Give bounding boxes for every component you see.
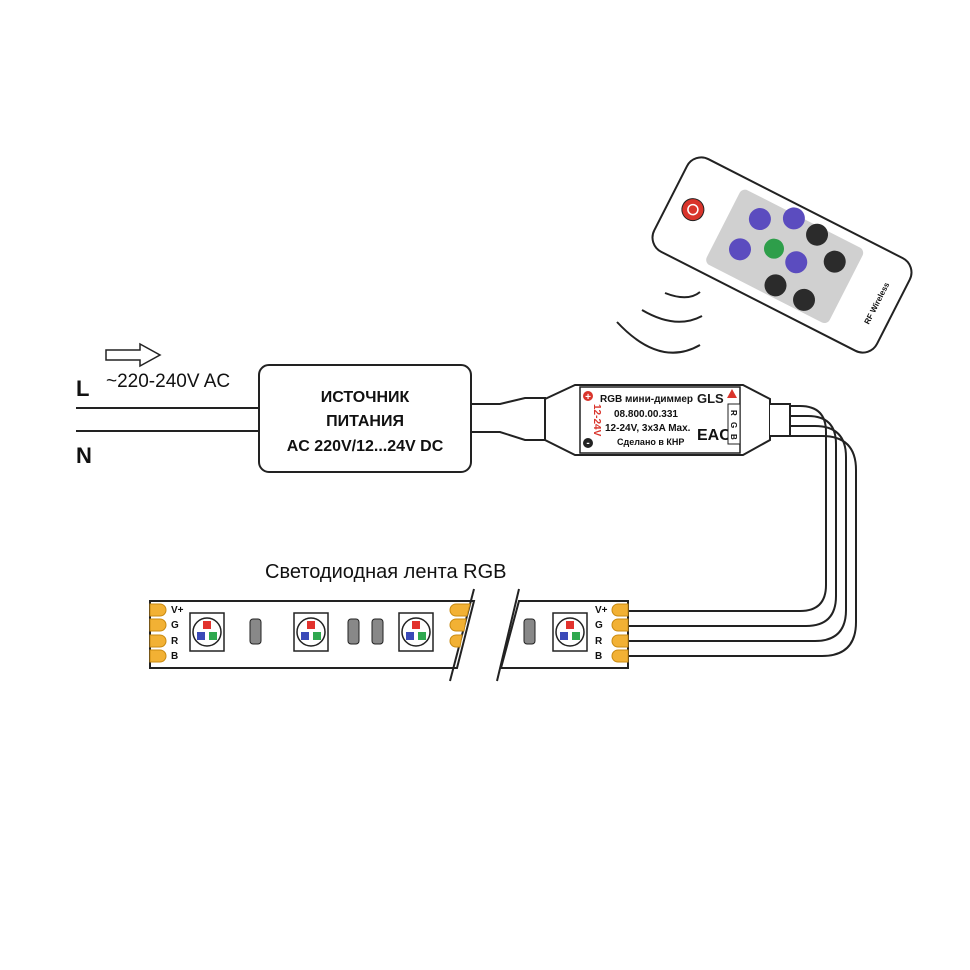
led-chip-1 [189,612,225,652]
left-pads [149,603,167,663]
output-wires [628,405,857,657]
psu-line2: ПИТАНИЯ [326,413,404,430]
remote-speed-down-button[interactable] [725,235,755,265]
remote-power-button[interactable] [678,195,708,225]
dimmer-rating: 12-24V, 3x3A Max. [605,423,691,434]
rf-signal-icon [616,291,703,354]
remote-speed-up-button[interactable] [779,204,809,234]
remote-mode-down-button[interactable] [781,247,811,277]
right-pin-g: G [595,620,603,631]
rf-remote: RF Wireless [651,156,913,354]
psu-line1: ИСТОЧНИК [321,389,410,406]
strip-title: Светодиодная лента RGB [265,561,506,583]
led-chip-4 [552,612,588,652]
psu-line3: AC 220V/12...24V DC [287,438,444,455]
out-g-label: G [729,422,738,428]
led-chip-3 [398,612,434,652]
left-pin-b: B [171,651,178,662]
plus-icon [583,391,593,401]
eac-mark: EAC [697,427,731,444]
out-r-label: R [729,410,738,416]
dimmer-title: RGB мини-диммер [600,394,693,405]
left-pin-g: G [171,620,179,631]
line-n-label: N [76,443,92,468]
remote-color-down-button[interactable] [789,285,819,315]
dc-cable [470,397,546,441]
remote-mode-button[interactable] [745,204,775,234]
input-arrow-icon [105,342,162,368]
remote-color-up-button[interactable] [761,271,791,301]
dimmer-input-label: 12-24V [591,404,602,437]
minus-sign: - [586,438,589,449]
remote-demo-button[interactable] [761,235,788,262]
left-pin-vplus: V+ [171,605,184,616]
remote-bright-up-button[interactable] [802,220,832,250]
right-pin-vplus: V+ [595,605,608,616]
input-voltage-label: ~220-240V AC [106,371,230,392]
resistors [249,618,536,645]
led-strip: V+ G R B V+ G R B [149,588,629,682]
left-pin-r: R [171,636,179,647]
dimmer-origin: Сделано в КНР [617,437,684,447]
power-supply: ИСТОЧНИК ПИТАНИЯ AC 220V/12...24V DC [258,364,472,473]
rgb-dimmer: + - 12-24V RGB мини-диммер GLS 08.800.00… [544,384,791,456]
line-l-label: L [76,376,89,401]
out-b-label: B [729,434,738,440]
antenna-icon [727,389,737,398]
dimmer-brand: GLS [697,391,724,406]
power-icon [687,203,699,216]
led-chip-2 [293,612,329,652]
right-pin-b: B [595,651,602,662]
plus-sign: + [585,392,591,403]
remote-bright-down-button[interactable] [820,247,850,277]
right-pin-r: R [595,636,603,647]
right-pads [611,603,629,663]
dimmer-article: 08.800.00.331 [614,409,678,420]
minus-icon [583,438,593,448]
